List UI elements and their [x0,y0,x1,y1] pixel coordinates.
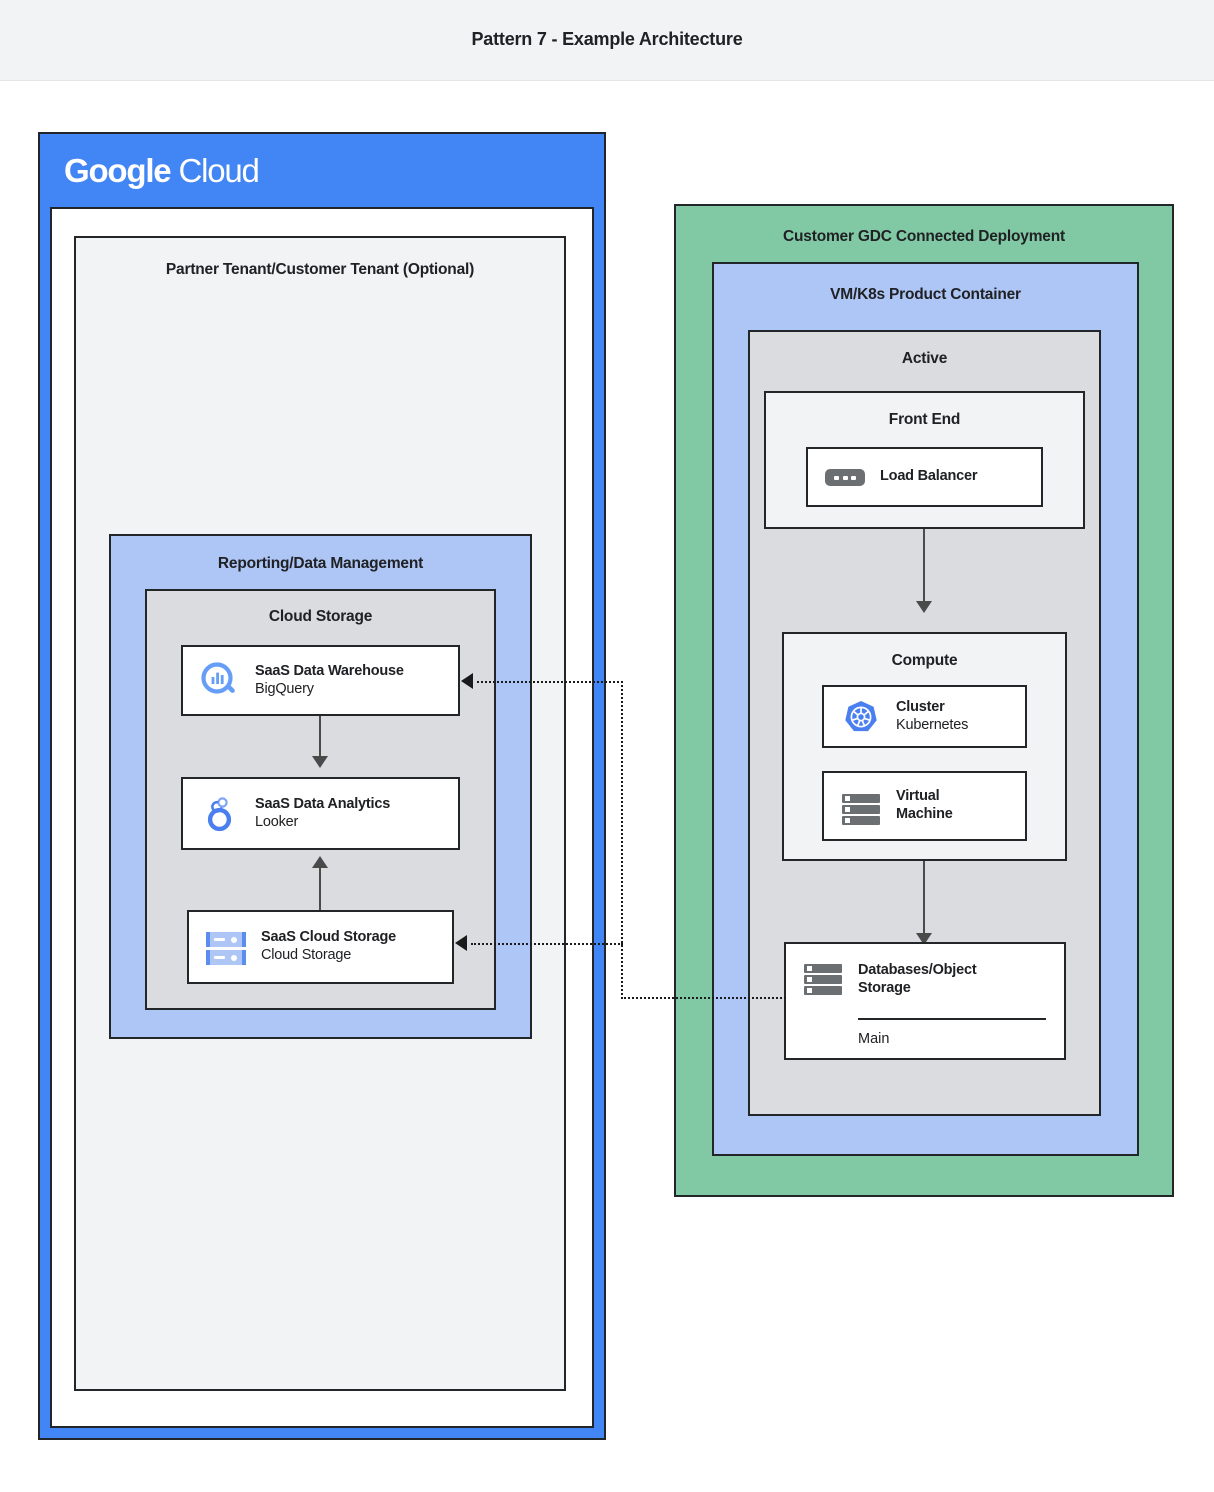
node-saas-data-warehouse[interactable]: SaaS Data Warehouse BigQuery [181,645,460,716]
node-saas-cloud-storage[interactable]: SaaS Cloud Storage Cloud Storage [187,910,454,984]
vm-k8s-product-container-title: VM/K8s Product Container [830,286,1021,303]
looker-icon [199,793,241,835]
node-text: SaaS Data Warehouse BigQuery [255,663,404,698]
node-subtitle: Cloud Storage [261,947,352,963]
customer-gdc-deployment-title: Customer GDC Connected Deployment [783,228,1065,245]
load-balancer-icon [824,456,866,498]
header-band [0,0,1214,81]
virtual-machine-icon [840,785,882,827]
dotted-connector-trunk [621,681,623,999]
arrow-frontend-to-compute-line [923,529,925,605]
node-title: SaaS Data Analytics [255,795,391,812]
reporting-data-management-title: Reporting/Data Management [217,555,424,572]
node-title: Load Balancer [880,468,978,485]
database-icon [802,962,844,1004]
node-title: Databases/Object [858,962,977,978]
node-saas-data-analytics[interactable]: SaaS Data Analytics Looker [181,777,460,850]
node-load-balancer[interactable]: Load Balancer [806,447,1043,507]
node-subtitle: BigQuery [255,680,314,697]
arrow-frontend-to-compute-head [916,601,932,613]
node-title: SaaS Data Warehouse [255,662,404,679]
node-virtual-machine[interactable]: Virtual Machine [822,771,1027,841]
page-title: Pattern 7 - Example Architecture [471,29,743,49]
cloud-storage-group-title: Cloud Storage [268,608,373,625]
database-divider [858,1018,1046,1020]
kubernetes-icon [840,696,882,738]
dotted-arrow-head-cloud-storage [455,935,467,951]
google-wordmark-bold: Google [64,152,172,189]
node-text: Cluster Kubernetes [896,699,968,734]
arrow-compute-to-database-line [923,861,925,937]
bigquery-icon [199,660,241,702]
google-cloud-wordmark: Google Cloud [64,152,260,190]
cloud-storage-icon [205,926,247,968]
google-wordmark-light: Cloud [178,152,259,189]
arrow-warehouse-to-analytics-head [312,756,328,768]
node-databases-object-storage[interactable]: Databases/Object Storage Main [784,942,1066,1060]
node-title: Cluster [896,698,945,715]
node-text: Load Balancer [880,468,978,486]
dotted-arrow-head-warehouse [461,673,473,689]
node-text: SaaS Cloud Storage Cloud Storage [261,929,396,964]
node-subtitle: Looker [255,813,299,830]
arrow-storage-to-analytics-head [312,856,328,868]
dotted-connector-to-warehouse [477,681,623,683]
node-text: Databases/Object Storage [858,962,977,997]
arrow-warehouse-to-analytics-line [319,716,321,760]
node-title: Virtual [896,788,940,805]
node-cluster-kubernetes[interactable]: Cluster Kubernetes [822,685,1027,748]
dotted-connector-from-database [621,997,786,999]
node-subtitle: Kubernetes [896,716,969,733]
node-text: Virtual Machine [896,788,953,823]
front-end-title: Front End [888,411,961,428]
dotted-connector-to-cloud-storage [471,943,623,945]
node-title-line2: Storage [858,979,911,996]
node-title-line2: Machine [896,806,953,822]
compute-title: Compute [891,652,958,669]
node-text: SaaS Data Analytics Looker [255,796,390,831]
database-footer-label: Main [858,1031,890,1047]
node-title: SaaS Cloud Storage [261,929,396,946]
active-title: Active [901,350,948,367]
partner-tenant-title: Partner Tenant/Customer Tenant (Optional… [165,261,475,278]
arrow-storage-to-analytics-line [319,866,321,910]
